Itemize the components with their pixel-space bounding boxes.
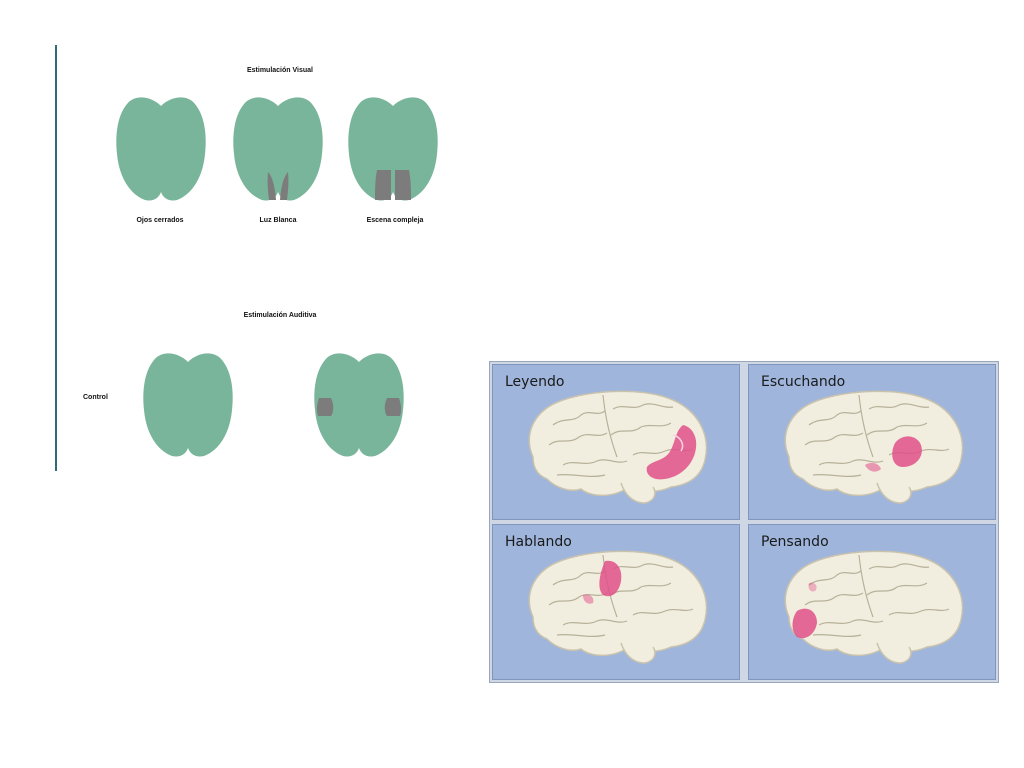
- label-complex-scene: Escena compleja: [366, 217, 424, 224]
- panel-title-reading: Leyendo: [505, 374, 565, 390]
- panel-title-thinking: Pensando: [761, 534, 829, 550]
- auditory-stimulation-title: Estimulación Auditiva: [243, 312, 317, 319]
- left-divider: [55, 45, 57, 471]
- brain-top-view-white-light: [233, 97, 323, 201]
- panel-reading: Leyendo: [492, 364, 740, 520]
- brain-top-view-complex-scene: [348, 97, 438, 201]
- panel-listening: Escuchando: [748, 364, 996, 520]
- brain-side-view-thinking: [784, 550, 964, 664]
- brain-top-view-eyes-closed: [116, 97, 206, 201]
- visual-stimulation-title: Estimulación Visual: [246, 67, 313, 74]
- brain-top-view-auditory: [314, 353, 404, 457]
- brain-side-view-speaking: [528, 550, 708, 664]
- brain-top-view-control: [143, 353, 233, 457]
- label-control: Control: [83, 394, 108, 401]
- label-white-light: Luz Blanca: [259, 217, 297, 224]
- panel-thinking: Pensando: [748, 524, 996, 680]
- panel-speaking: Hablando: [492, 524, 740, 680]
- panel-title-speaking: Hablando: [505, 534, 572, 550]
- brain-side-view-listening: [784, 390, 964, 504]
- brain-activity-panels: Leyendo Escuchando: [489, 361, 999, 683]
- label-eyes-closed: Ojos cerrados: [136, 217, 184, 224]
- panel-title-listening: Escuchando: [761, 374, 846, 390]
- brain-side-view-reading: [528, 390, 708, 504]
